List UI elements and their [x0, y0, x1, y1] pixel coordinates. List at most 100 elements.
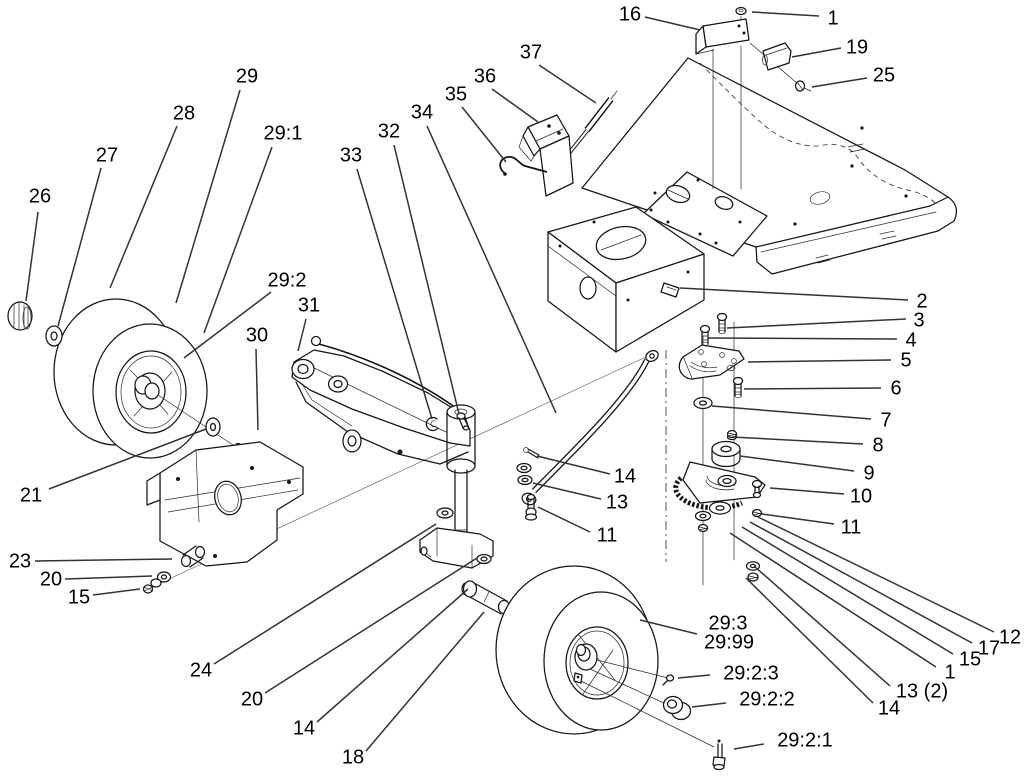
callout-20: 20	[40, 568, 62, 590]
washer-12	[708, 501, 732, 515]
callout-17: 17	[978, 637, 1000, 659]
wire-clip-35	[499, 156, 548, 176]
leader-line-21	[48, 428, 207, 490]
seat-bracket-group	[695, 6, 812, 190]
callout-29-3: 29:3	[709, 612, 748, 634]
callout-11: 11	[597, 524, 618, 546]
guard-plate	[146, 441, 304, 567]
callout-35: 35	[445, 83, 467, 105]
steering-gear-column	[665, 312, 766, 586]
callout-15: 15	[68, 586, 90, 608]
callout-30: 30	[246, 324, 268, 346]
bolt-4	[699, 324, 711, 347]
callout-10: 10	[850, 485, 872, 507]
callout-29-2: 29:2	[268, 269, 307, 291]
leader-line-24	[213, 523, 437, 665]
callout-2: 2	[916, 290, 927, 312]
nut-11-right	[751, 508, 763, 518]
leader-line-13	[532, 482, 602, 500]
leader-line-35	[461, 106, 507, 163]
washer-15	[694, 510, 712, 522]
frame-assembly	[547, 57, 958, 353]
nut-8	[726, 429, 738, 441]
leader-line-11	[537, 506, 591, 533]
leader-line-30	[255, 348, 259, 431]
e-clip-33	[425, 416, 439, 432]
callout-12: 12	[999, 626, 1021, 648]
callout-29-1: 29:1	[264, 122, 303, 144]
bolt-3	[716, 312, 728, 335]
leader-line-29-2-1	[733, 743, 765, 750]
leader-line-13-2-	[753, 565, 891, 687]
callout-14: 14	[293, 717, 315, 739]
callout-36: 36	[474, 65, 496, 87]
leader-line-14	[316, 588, 469, 723]
callout-29-2-1: 29:2:1	[777, 729, 833, 751]
leader-line-1	[751, 11, 820, 17]
leader-line-8	[731, 436, 864, 445]
hub-9	[711, 440, 741, 468]
callout-31: 31	[298, 294, 320, 316]
leader-line-3	[726, 318, 907, 329]
callout-9: 9	[863, 462, 874, 484]
leader-line-9	[739, 455, 855, 472]
callout-15: 15	[959, 648, 981, 670]
leader-line-20	[264, 557, 478, 694]
callout-1: 1	[944, 661, 955, 683]
leader-line-15	[92, 588, 141, 596]
leader-line-11	[761, 513, 835, 525]
leader-line-29-2	[183, 291, 272, 359]
callout-14: 14	[878, 697, 900, 719]
left-wheel	[53, 298, 237, 459]
callout-32: 32	[378, 120, 400, 142]
callout-27: 27	[96, 144, 118, 166]
leader-line-29-2-2	[691, 702, 727, 708]
leader-line-17	[749, 521, 973, 644]
plate-5	[678, 344, 745, 380]
callout-13-2-: 13 (2)	[896, 680, 948, 702]
callout-3: 3	[913, 309, 924, 331]
leader-line-29-99	[639, 619, 698, 635]
washer-13-stack	[745, 561, 761, 582]
leader-line-12	[757, 516, 995, 633]
leader-line-10	[769, 487, 845, 495]
callout-28: 28	[173, 102, 195, 124]
leader-line-1	[729, 532, 937, 668]
leader-line-18	[365, 611, 485, 752]
callout-14: 14	[614, 465, 636, 487]
nut-1-lower	[697, 523, 709, 533]
callout-29-2-2: 29:2:2	[739, 688, 795, 710]
switch-bracket-36	[518, 114, 574, 197]
callout-24: 24	[190, 659, 212, 681]
leader-line-23	[34, 558, 173, 562]
callout-34: 34	[411, 101, 433, 123]
callout-20: 20	[241, 688, 263, 710]
leader-line-6	[743, 387, 882, 390]
washer-7	[693, 396, 713, 410]
callout-5: 5	[900, 349, 911, 371]
callout-1: 1	[827, 7, 838, 29]
leader-line-4	[707, 337, 898, 340]
callout-6: 6	[890, 377, 901, 399]
leader-line-7	[711, 405, 872, 420]
callout-33: 33	[340, 144, 362, 166]
leader-line-33	[356, 168, 433, 420]
washer-27	[45, 325, 63, 347]
wedge-19	[762, 42, 792, 71]
callout-11: 11	[841, 516, 862, 538]
callout-21: 21	[20, 484, 42, 506]
callout-25: 25	[873, 64, 895, 86]
callout-29-99: 29:99	[704, 631, 754, 653]
callout-26: 26	[29, 185, 51, 207]
leader-line-14	[536, 455, 611, 475]
sector-gear-10	[673, 461, 766, 511]
leader-line-29-1	[203, 146, 273, 334]
leader-line-20	[64, 575, 153, 580]
callout-19: 19	[846, 36, 868, 58]
bolt-29-2-1	[712, 739, 726, 771]
link-hardware-stack	[516, 447, 540, 521]
leader-line-14	[745, 577, 874, 704]
drag-link	[521, 349, 659, 506]
callout-8: 8	[872, 434, 883, 456]
